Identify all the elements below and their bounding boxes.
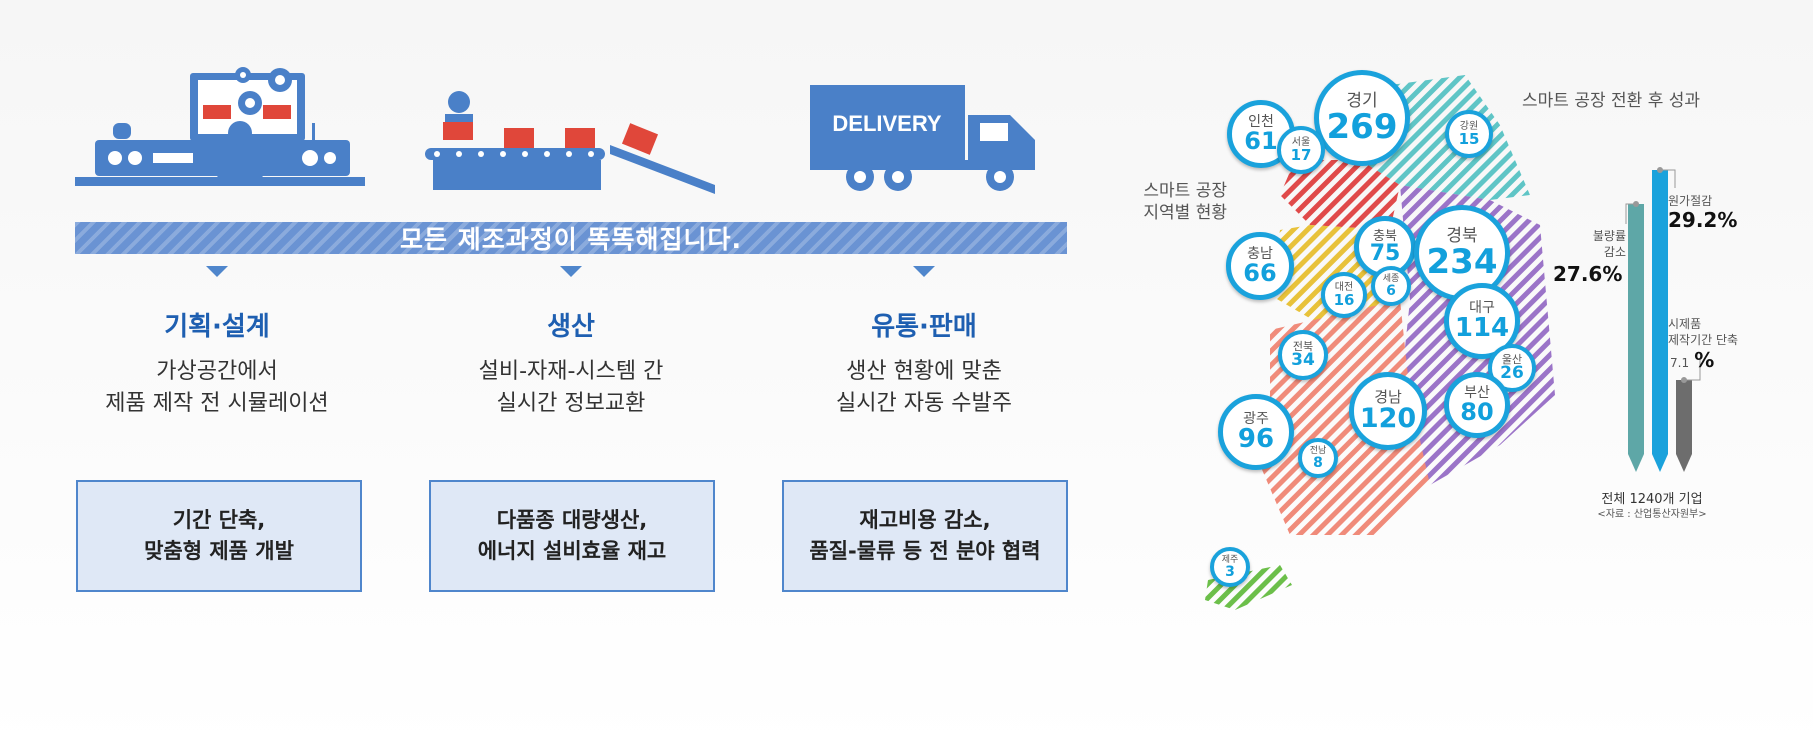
design-workstation-icon [75,67,365,186]
results-title: 스마트 공장 전환 후 성과 [1522,91,1701,111]
region-value: 26 [1500,363,1524,383]
region-name: 울산 [1501,353,1523,366]
region-name: 광주 [1243,411,1269,427]
desc-line: 생산 현황에 맞춘 [846,359,1002,384]
box-line: 품질-물류 등 전 분야 협력 [809,539,1041,563]
region-name: 인천 [1248,114,1274,130]
defect-label-line: 불량률 [1592,229,1626,243]
cost-label: 원가절감 [1668,194,1713,208]
prototype-label-line: 제작기간 단축 [1668,333,1739,347]
region-name: 충남 [1247,246,1273,262]
region-name: 충북 [1373,228,1397,244]
prototype-unit: % [1694,348,1715,372]
desc-line: 실시간 정보교환 [496,391,646,416]
column-desc-distribution: 생산 현황에 맞춘 실시간 자동 수발주 [764,356,1084,420]
box-line: 맞춤형 제품 개발 [144,539,294,563]
benefit-box-planning: 기간 단축, 맞춤형 제품 개발 [76,480,362,592]
region-name: 대전 [1334,281,1354,293]
region-name: 경기 [1346,90,1378,111]
region-value: 80 [1460,398,1494,426]
column-title-planning: 기획·설계 [164,312,270,342]
prototype-value: 7.1 % [1670,348,1714,372]
region-value: 3 [1225,563,1235,580]
arrow-down-icon [206,266,228,277]
results-footer: 전체 1240개 기업 [1601,492,1703,507]
region-name: 경남 [1374,388,1402,406]
region-value: 17 [1290,145,1312,164]
column-desc-production: 설비-자재-시스템 간 실시간 정보교환 [411,356,731,420]
region-name: 세종 [1382,273,1400,284]
region-name: 제주 [1221,554,1239,565]
region-value: 8 [1313,454,1323,471]
region-value: 96 [1237,424,1275,454]
prototype-label-line: 시제품 [1668,317,1702,331]
box-line: 재고비용 감소, [859,508,991,532]
process-banner: 모든 제조과정이 똑똑해집니다. [75,222,1067,254]
map-title-line: 스마트 공장 [1143,181,1227,201]
box-line: 에너지 설비효율 재고 [477,539,667,563]
conveyor-icon [425,91,715,194]
map-title-line: 지역별 현황 [1143,203,1227,223]
benefit-box-production: 다품종 대량생산, 에너지 설비효율 재고 [429,480,715,592]
column-title-production: 생산 [547,312,595,342]
region-name: 전남 [1309,445,1327,456]
bar-defect-reduction [1628,204,1644,472]
desc-line: 가상공간에서 [156,359,278,384]
column-title-distribution: 유통·판매 [871,312,977,342]
region-value: 234 [1426,241,1498,282]
desc-line: 실시간 자동 수발주 [836,391,1012,416]
defect-label-line: 감소 [1603,245,1626,259]
results-source: <자료 : 산업통산자원부> [1597,509,1707,520]
desc-line: 설비-자재-시스템 간 [478,359,664,384]
defect-value: 27.6% [1553,262,1623,286]
region-value: 120 [1359,403,1417,434]
region-name: 대구 [1469,300,1495,316]
region-name: 부산 [1464,385,1490,401]
benefit-box-distribution: 재고비용 감소, 품질-물류 등 전 분야 협력 [782,480,1068,592]
bar-prototype-time [1676,380,1692,472]
region-value: 66 [1243,259,1277,287]
delivery-truck-icon: DELIVERY [810,85,1035,191]
region-value: 61 [1244,127,1278,155]
bar-cost-reduction [1652,170,1668,472]
region-name: 서울 [1291,136,1311,148]
cost-value: 29.2% [1668,208,1738,232]
box-line: 기간 단축, [172,508,266,532]
desc-line: 제품 제작 전 시뮬레이션 [105,391,329,416]
arrow-down-icon [913,266,935,277]
region-value: 16 [1333,290,1355,309]
arrow-down-icon [560,266,582,277]
region-name: 강원 [1459,120,1479,132]
map-title: 스마트 공장 지역별 현황 [1132,180,1227,224]
delivery-label: DELIVERY [832,111,942,136]
prototype-number: 7.1 [1670,356,1690,370]
column-desc-planning: 가상공간에서 제품 제작 전 시뮬레이션 [57,356,377,420]
region-value: 34 [1291,350,1315,370]
defect-label: 불량률 감소 [1568,228,1626,260]
region-value: 114 [1454,313,1510,343]
region-value: 75 [1369,240,1401,266]
region-name: 경북 [1446,225,1478,246]
region-value: 6 [1386,282,1396,299]
box-line: 다품종 대량생산, [496,508,648,532]
prototype-label: 시제품 제작기간 단축 [1668,316,1738,348]
region-value: 269 [1326,106,1398,147]
region-value: 15 [1458,129,1480,148]
region-name: 전북 [1292,340,1314,353]
results-bars [1625,167,1701,472]
